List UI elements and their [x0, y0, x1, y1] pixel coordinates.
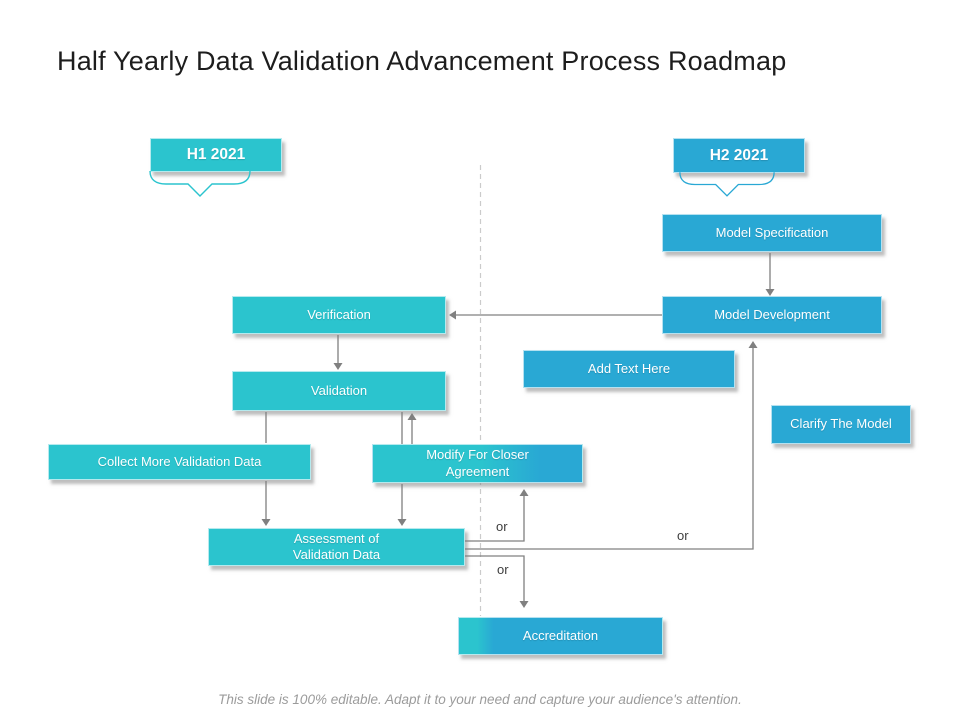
- model-specification-box[interactable]: Model Specification: [662, 214, 882, 252]
- page-title: Half Yearly Data Validation Advancement …: [57, 46, 787, 76]
- collect-more-validation-data-label: Collect More Validation Data: [97, 453, 262, 469]
- h2-brace-shape: [679, 172, 775, 197]
- clarify-the-model-box[interactable]: Clarify The Model: [771, 405, 911, 444]
- model-specification-label: Model Specification: [715, 224, 829, 240]
- modify-line1: Modify For Closer: [426, 447, 529, 463]
- modify-line2: Agreement: [445, 463, 510, 479]
- clarify-the-model-label: Clarify The Model: [790, 416, 892, 432]
- h2-2021-label: H2 2021: [709, 146, 769, 164]
- or-label-to-modify: or: [496, 519, 508, 534]
- h1-2021-label: H1 2021: [186, 146, 246, 164]
- accreditation-label: Accreditation: [522, 627, 599, 643]
- assessment-of-validation-data-box[interactable]: Assessment of Validation Data: [208, 528, 465, 566]
- validation-box[interactable]: Validation: [232, 371, 446, 411]
- model-development-box[interactable]: Model Development: [662, 296, 882, 334]
- or-label-to-accreditation: or: [497, 562, 509, 577]
- or-label-to-model-development: or: [677, 528, 689, 543]
- verification-label: Verification: [307, 306, 371, 322]
- collect-more-validation-data-box[interactable]: Collect More Validation Data: [48, 444, 311, 480]
- assessment-line2: Validation Data: [292, 547, 381, 562]
- h2-2021-header[interactable]: H2 2021: [673, 138, 805, 173]
- modify-for-closer-agreement-box[interactable]: Modify For Closer Agreement: [372, 444, 583, 483]
- add-text-here-label: Add Text Here: [587, 360, 671, 376]
- editable-footnote: This slide is 100% editable. Adapt it to…: [218, 692, 742, 707]
- accreditation-box[interactable]: Accreditation: [458, 617, 663, 655]
- verification-box[interactable]: Verification: [232, 296, 446, 334]
- add-text-here-box[interactable]: Add Text Here: [523, 350, 735, 388]
- h1-2021-header[interactable]: H1 2021: [150, 138, 282, 172]
- assessment-line1: Assessment of: [293, 530, 380, 546]
- model-development-label: Model Development: [714, 306, 830, 322]
- validation-label: Validation: [310, 382, 368, 398]
- h1-brace-shape: [149, 170, 251, 197]
